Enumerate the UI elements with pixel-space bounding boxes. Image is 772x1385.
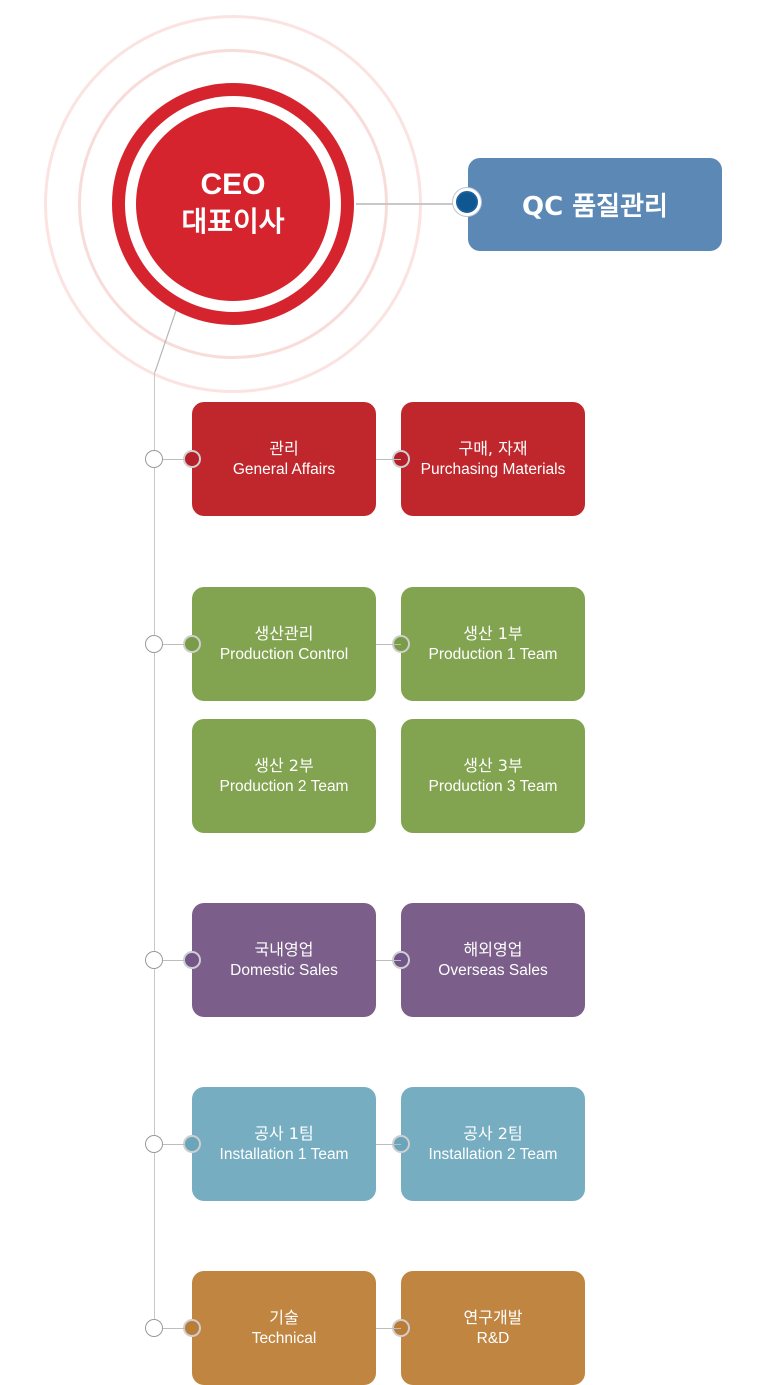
department-box[interactable]: 생산 2부 Production 2 Team: [192, 719, 376, 833]
department-name-en: Production Control: [219, 646, 349, 663]
department-name-ko: 관리: [269, 439, 299, 458]
qc-connector: [356, 203, 456, 205]
sibling-line: [376, 1144, 401, 1145]
department-name-en: Production 3 Team: [428, 778, 558, 795]
department-box[interactable]: 해외영업 Overseas Sales: [401, 903, 585, 1017]
department-name-ko: 연구개발: [463, 1308, 523, 1327]
department-box[interactable]: 기술 Technical: [192, 1271, 376, 1385]
branch-line: [163, 644, 185, 645]
department-name-ko: 공사 1팀: [254, 1124, 314, 1143]
sibling-line: [376, 644, 401, 645]
department-name-ko: 국내영업: [254, 940, 314, 959]
connector-dot: [183, 951, 201, 969]
department-name-ko: 생산 1부: [463, 624, 523, 643]
trunk-node: [145, 1319, 163, 1337]
department-box[interactable]: 생산 3부 Production 3 Team: [401, 719, 585, 833]
department-name-en: Purchasing Materials: [420, 461, 566, 478]
branch-line: [163, 960, 185, 961]
department-name-ko: 생산 2부: [254, 756, 314, 775]
department-name-en: Technical: [251, 1330, 317, 1347]
sibling-line: [376, 1328, 401, 1329]
department-name-ko: 기술: [269, 1308, 299, 1327]
department-name-ko: 해외영업: [463, 940, 523, 959]
connector-dot: [183, 635, 201, 653]
ceo-title-en: CEO: [200, 168, 266, 201]
ceo-title-ko: 대표이사: [181, 205, 285, 238]
trunk-line: [154, 372, 155, 1328]
department-box[interactable]: 관리 General Affairs: [192, 402, 376, 516]
department-name-en: R&D: [476, 1330, 510, 1347]
department-name-en: Production 1 Team: [428, 646, 558, 663]
connector-dot: [183, 1319, 201, 1337]
qc-label: QC 품질관리: [522, 192, 668, 222]
department-box[interactable]: 연구개발 R&D: [401, 1271, 585, 1385]
sibling-line: [376, 960, 401, 961]
ceo-node[interactable]: CEO 대표이사: [136, 107, 330, 301]
department-box[interactable]: 생산 1부 Production 1 Team: [401, 587, 585, 701]
department-name-en: Domestic Sales: [230, 962, 338, 979]
department-name-en: Installation 1 Team: [219, 1146, 349, 1163]
branch-line: [163, 1144, 185, 1145]
department-name-en: Overseas Sales: [438, 962, 548, 979]
qc-node[interactable]: QC 품질관리: [468, 158, 722, 251]
department-name-en: Installation 2 Team: [428, 1146, 558, 1163]
department-name-ko: 생산 3부: [463, 756, 523, 775]
trunk-node: [145, 635, 163, 653]
trunk-node: [145, 450, 163, 468]
department-box[interactable]: 공사 1팀 Installation 1 Team: [192, 1087, 376, 1201]
trunk-node: [145, 1135, 163, 1153]
department-box[interactable]: 국내영업 Domestic Sales: [192, 903, 376, 1017]
department-box[interactable]: 생산관리 Production Control: [192, 587, 376, 701]
department-box[interactable]: 공사 2팀 Installation 2 Team: [401, 1087, 585, 1201]
department-name-ko: 공사 2팀: [463, 1124, 523, 1143]
department-name-ko: 생산관리: [254, 624, 314, 643]
branch-line: [163, 459, 185, 460]
department-box[interactable]: 구매, 자재 Purchasing Materials: [401, 402, 585, 516]
department-name-en: Production 2 Team: [219, 778, 349, 795]
department-name-ko: 구매, 자재: [458, 439, 528, 458]
connector-dot: [183, 1135, 201, 1153]
branch-line: [163, 1328, 185, 1329]
qc-connector-dot: [453, 188, 481, 216]
sibling-line: [376, 459, 401, 460]
department-name-en: General Affairs: [232, 461, 336, 478]
trunk-node: [145, 951, 163, 969]
connector-dot: [183, 450, 201, 468]
